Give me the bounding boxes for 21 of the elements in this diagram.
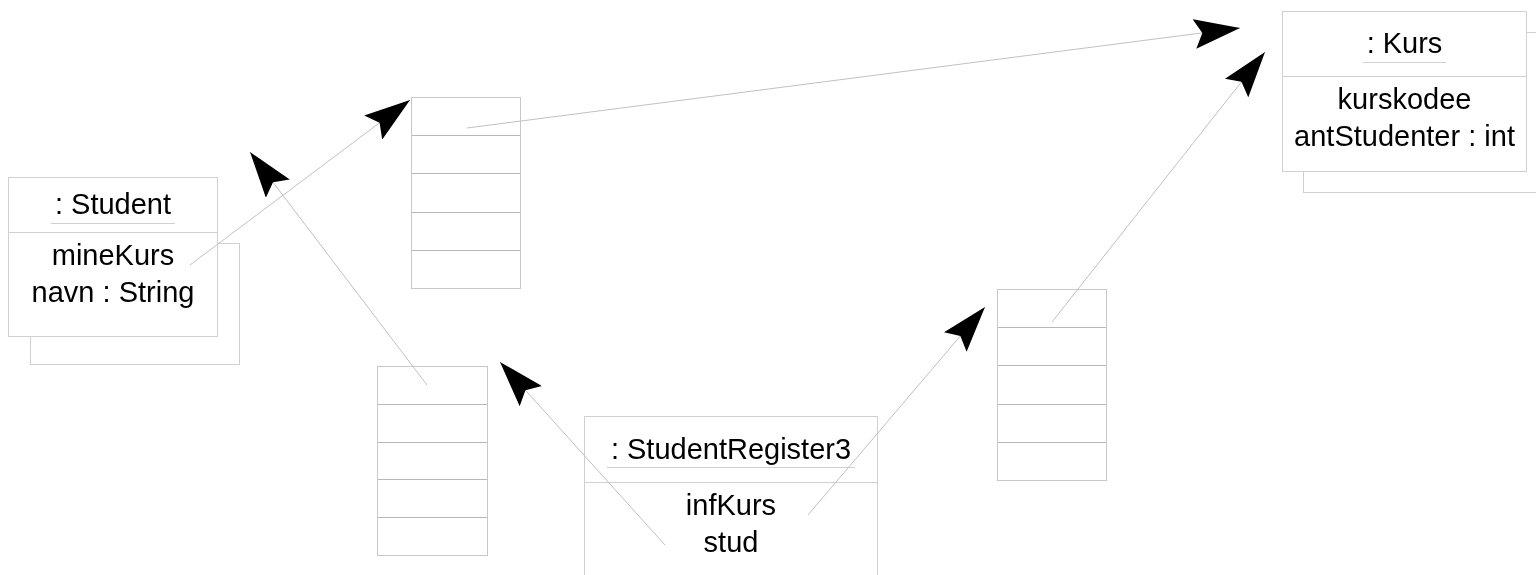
reference-arrow [1051,51,1266,323]
object-box [8,177,218,337]
reference-arrow [499,361,666,546]
array-box [377,366,488,556]
attribute-text: antStudenter : int [1294,119,1515,154]
attribute-text: infKurs [685,488,777,523]
object-name: : StudentRegister3 [606,430,856,469]
object-name: : Kurs [1362,25,1447,63]
array-box [997,289,1107,481]
object-name: : Student [50,186,176,224]
attribute-text: kurskodee [1337,82,1472,117]
attribute-text: stud [703,525,759,560]
reference-arrow [189,99,411,266]
reference-arrow [807,306,986,516]
array-box [411,97,521,289]
attribute-text: navn : String [31,275,195,310]
attribute-text: mineKurs [51,238,175,273]
object-box [1282,11,1527,172]
reference-arrow [466,19,1241,129]
object-box [584,416,878,575]
reference-arrow [249,151,428,386]
